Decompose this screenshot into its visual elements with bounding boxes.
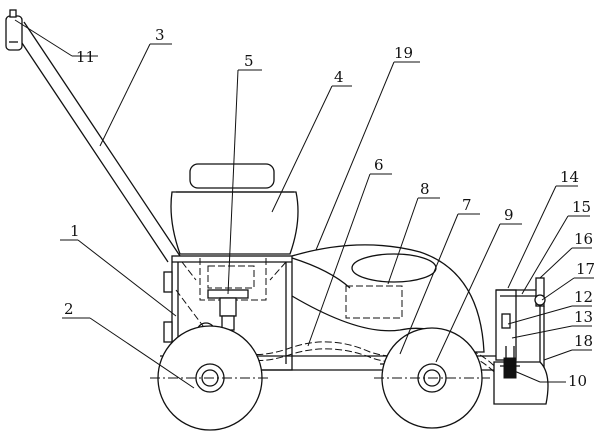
grip-switch [9, 9, 17, 18]
callout-1: 1 [70, 222, 80, 240]
callout-3: 3 [155, 26, 165, 44]
spray-shield [493, 361, 549, 405]
spray-nozzle [503, 357, 517, 379]
callout-6: 6 [374, 156, 384, 174]
spray-head [493, 277, 549, 405]
callout-10: 10 [568, 372, 587, 390]
callout-12: 12 [574, 288, 593, 306]
callout-2: 2 [64, 300, 74, 318]
callout-14: 14 [560, 168, 579, 186]
rear-wheel [150, 325, 270, 431]
callout-16: 16 [574, 230, 593, 248]
callout-17: 17 [576, 260, 595, 278]
leader-lines [14, 19, 594, 389]
callout-13: 13 [574, 308, 593, 326]
callout-5: 5 [244, 52, 254, 70]
handle-bar [5, 9, 181, 263]
callout-19: 19 [394, 44, 413, 62]
paint-tank [170, 163, 299, 301]
callout-8: 8 [420, 180, 430, 198]
front-wheel [374, 327, 490, 429]
handle-grip [5, 15, 23, 51]
callout-9: 9 [504, 206, 514, 224]
locking-knob [534, 294, 546, 306]
control-box [345, 285, 403, 319]
callout-11: 11 [76, 48, 95, 66]
body-cowling [291, 244, 485, 353]
callout-18: 18 [574, 332, 593, 350]
callout-4: 4 [334, 68, 344, 86]
callout-7: 7 [462, 196, 472, 214]
callout-labels: 11 3 5 4 19 6 8 7 9 1 2 14 15 16 17 12 1… [64, 26, 595, 390]
callout-15: 15 [572, 198, 591, 216]
